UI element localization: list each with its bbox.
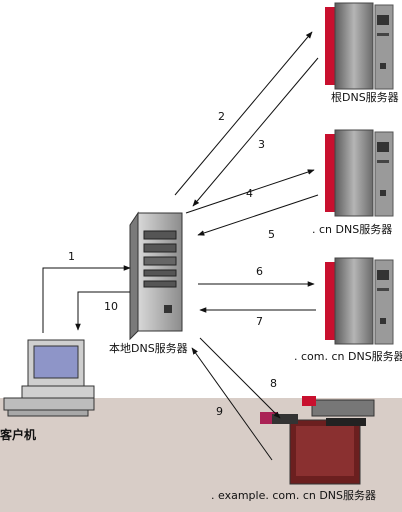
example-dns-server-icon [260,396,375,485]
arrow-step-5 [197,194,319,236]
arrow-step-2 [174,31,313,196]
step-label-2: 2 [218,110,225,123]
step-label-10: 10 [104,300,118,313]
step-label-5: 5 [268,228,275,241]
step-label-3: 3 [258,138,265,151]
step-label-6: 6 [256,265,263,278]
arrow-step-3 [192,57,319,207]
step-label-9: 9 [216,405,223,418]
comcn-dns-label: . com. cn DNS服务器 [294,350,402,363]
example-dns-label: . example. com. cn DNS服务器 [211,489,377,502]
step-label-1: 1 [68,250,75,263]
comcn-dns-server-icon [325,257,394,345]
client-computer-icon [3,339,95,417]
cn-dns-label: . cn DNS服务器 [312,223,393,236]
local-dns-label: 本地DNS服务器 [109,342,188,355]
arrow-step-10 [75,291,130,331]
local-dns-server-icon [129,211,183,341]
step-label-8: 8 [270,377,277,390]
arrow-step-8 [199,337,281,419]
arrow-step-4 [185,169,315,214]
root-dns-label: 根DNS服务器 [331,91,399,104]
step-label-4: 4 [246,187,253,200]
client-label: 客户机 [0,428,37,442]
query-arrows [42,31,319,461]
cn-dns-server-icon [325,129,394,217]
root-dns-server-icon [325,2,394,90]
arrow-step-1 [42,265,131,333]
arrow-step-9 [191,347,273,461]
step-label-7: 7 [256,315,263,328]
